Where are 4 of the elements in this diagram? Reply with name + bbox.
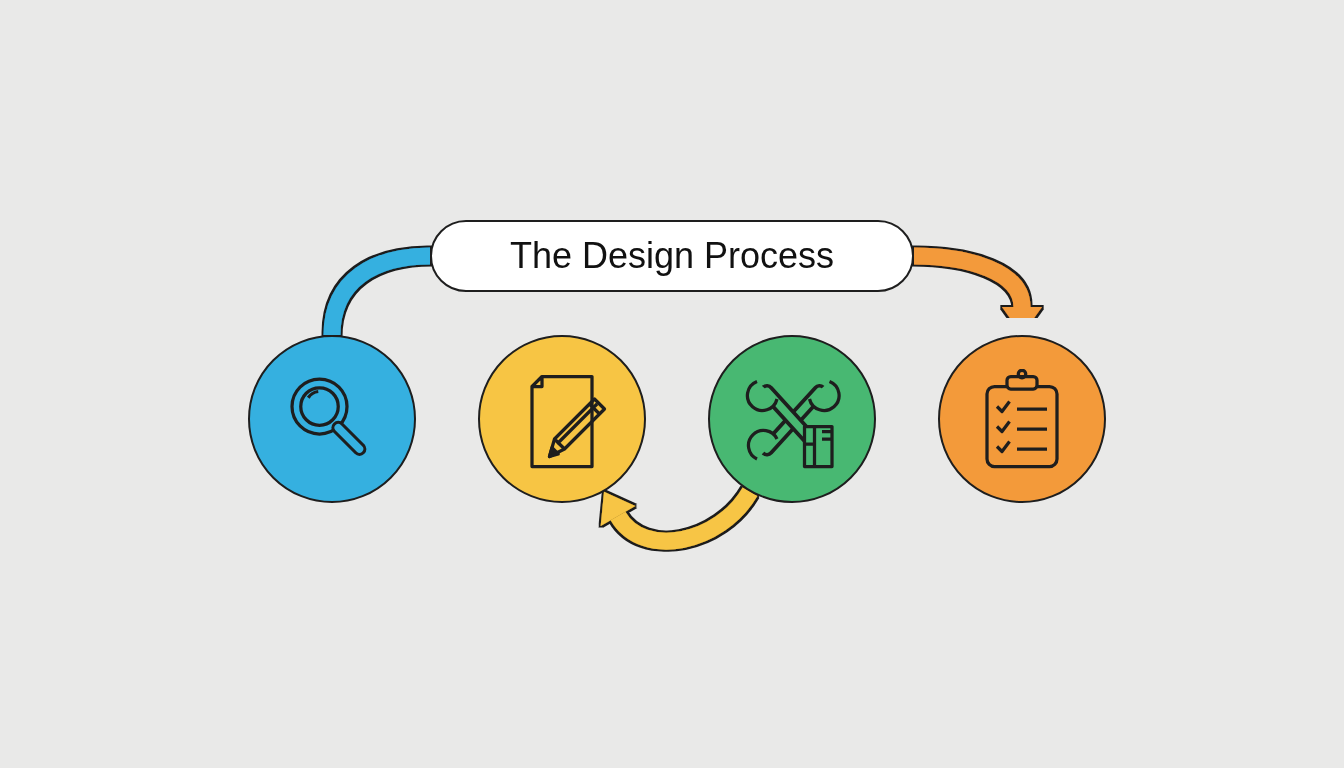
arrow: [416, 399, 478, 439]
title-text: The Design Process: [509, 235, 835, 277]
arrow: [646, 399, 708, 439]
arrow: [876, 399, 938, 439]
